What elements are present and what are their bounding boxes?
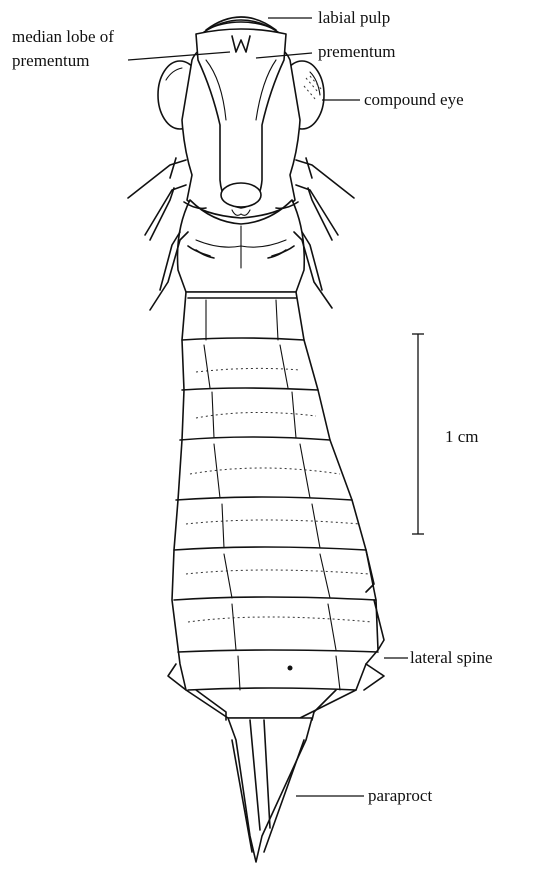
right-legs <box>294 158 354 308</box>
left-legs <box>128 158 188 310</box>
label-compound-eye: compound eye <box>364 90 464 109</box>
abdomen <box>168 292 384 720</box>
label-lateral-spine: lateral spine <box>410 648 493 667</box>
label-paraproct: paraproct <box>368 786 432 805</box>
scale-bar-label: 1 cm <box>445 427 479 446</box>
label-prementum: prementum <box>318 42 395 61</box>
labial-pulp <box>206 17 276 30</box>
paraprocts <box>228 718 312 862</box>
label-median-lobe-line1: median lobe of <box>12 27 114 46</box>
label-labial-pulp: labial pulp <box>318 8 390 27</box>
label-median-lobe-line2: prementum <box>12 51 89 70</box>
scale-bar: 1 cm <box>412 334 479 534</box>
head <box>158 17 324 226</box>
